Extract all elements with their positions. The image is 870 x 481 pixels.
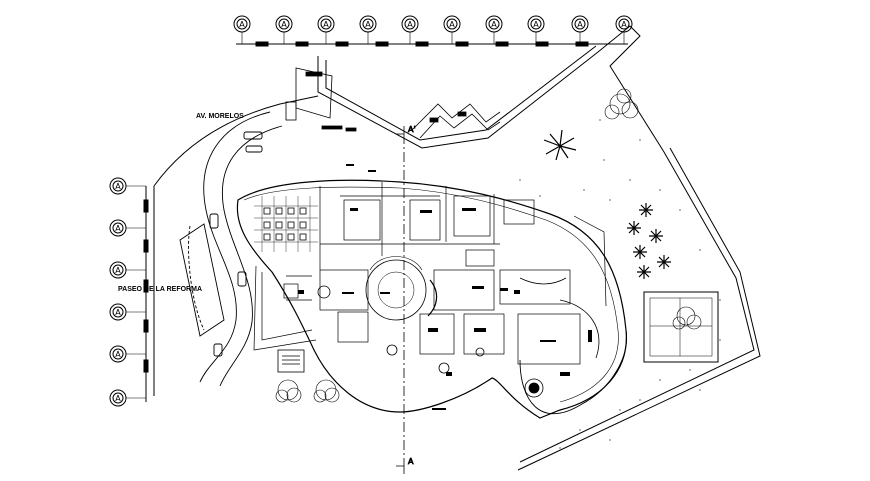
west-small-building (277, 349, 305, 373)
tree-cluster (275, 379, 302, 403)
central-plaza (317, 256, 600, 398)
axis-marker: A (109, 219, 146, 237)
axis-letter: A (115, 350, 121, 359)
axis-marker: A (317, 15, 335, 44)
main-building (236, 179, 627, 419)
axis-letter: A (281, 20, 287, 29)
access-road (179, 111, 283, 387)
annex-building (643, 291, 719, 363)
shrub (627, 221, 641, 235)
axis-marker: A (109, 345, 146, 363)
tree-cluster (313, 379, 340, 403)
section-cut: A' A (396, 125, 416, 474)
axis-letter: A (323, 20, 329, 29)
axis-marker: A (233, 15, 251, 44)
axis-letter: A (115, 394, 121, 403)
axis-marker: A (527, 15, 545, 44)
axis-marker: A (615, 15, 633, 44)
axis-marker: A (109, 389, 146, 407)
axis-marker: A (275, 15, 293, 44)
vegetation (275, 88, 702, 403)
axis-letter: A (577, 20, 583, 29)
section-label-bottom: A (408, 457, 414, 466)
ground-texture (519, 119, 721, 449)
street-label-west: PASEO DE LA REFORMA (118, 286, 202, 293)
furniture-marks (298, 164, 592, 410)
axis-letter: A (407, 20, 413, 29)
site-boundary (153, 25, 761, 471)
shrub (649, 229, 663, 243)
axis-letter: A (115, 224, 121, 233)
axis-marker: A (109, 177, 146, 195)
axis-letter: A (115, 308, 121, 317)
axis-marker: A (443, 15, 461, 44)
axis-letter: A (491, 20, 497, 29)
axis-marker: A (485, 15, 503, 44)
axis-marker: A (109, 303, 146, 321)
left-dimension-line (143, 186, 149, 402)
shrub (637, 265, 651, 279)
tree-cluster (604, 88, 639, 120)
axis-letter: A (115, 266, 121, 275)
column-grid (254, 196, 318, 252)
section-label-top: A' (408, 125, 416, 134)
top-dimension-line (236, 41, 628, 47)
palm-tree (543, 129, 577, 161)
street-label-north: AV. MORELOS (196, 113, 244, 120)
axis-marker: A (109, 261, 146, 279)
axis-letter: A (239, 20, 245, 29)
shrub (657, 255, 671, 269)
shrub (633, 245, 647, 259)
axis-marker: A (401, 15, 419, 44)
shrub (639, 203, 653, 217)
axis-letter: A (621, 20, 627, 29)
axis-letter: A (115, 182, 121, 191)
top-axis-markers: A A A A A A A (233, 15, 633, 44)
north-structures (285, 67, 501, 139)
left-axis-markers: A A A A A A (109, 177, 146, 407)
axis-letter: A (449, 20, 455, 29)
interior-walls (283, 182, 581, 365)
axis-letter: A (365, 20, 371, 29)
axis-marker: A (571, 15, 589, 44)
axis-marker: A (359, 15, 377, 44)
axis-letter: A (533, 20, 539, 29)
tree-cluster (672, 306, 702, 330)
